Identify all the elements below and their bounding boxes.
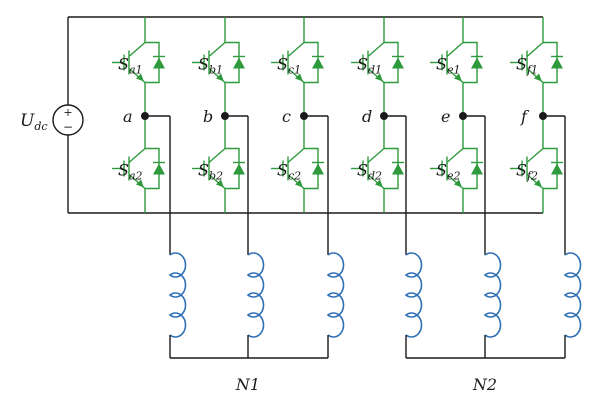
switch-c1-emitter-arrow: [295, 73, 303, 82]
switch-f2-collector: [526, 147, 544, 164]
phase-winding-a-winding: [168, 252, 187, 338]
phase-winding-c-winding: [326, 252, 345, 338]
phase-winding-e-winding: [483, 252, 502, 338]
switch-c1-collector: [287, 41, 305, 58]
switch-b1-collector: [208, 41, 226, 58]
node-f-label: f: [520, 107, 530, 126]
switch-d2-label: Sd2: [357, 161, 382, 183]
switch-d2-emitter-arrow: [375, 179, 383, 188]
phase-winding-f-winding: [563, 252, 582, 338]
switch-f1-label-sub: f1: [526, 64, 538, 77]
switch-b2: Sb2: [192, 124, 245, 213]
switch-c2-collector: [287, 147, 305, 164]
dc-source: +− Udc: [20, 104, 84, 136]
switch-f2-emitter-arrow: [534, 179, 542, 188]
switch-a1-collector: [128, 41, 146, 58]
switch-c1-label-sub: c1: [288, 64, 301, 77]
switch-d2: Sd2: [351, 124, 404, 213]
switch-c2-label-sub: c2: [288, 170, 301, 183]
phase-winding-d: [404, 252, 423, 338]
node-e-label: e: [441, 107, 450, 126]
phase-winding-b: [246, 252, 265, 338]
node-a-label: a: [123, 107, 133, 126]
switch-b2-label: Sb2: [198, 161, 223, 183]
phase-winding-a: [168, 252, 187, 338]
switch-a2-collector: [128, 147, 146, 164]
switch-e1-collector: [446, 41, 464, 58]
switch-e2-diode-triangle: [471, 163, 483, 175]
switch-e2-emitter-arrow: [454, 179, 462, 188]
switch-e2: Se2: [430, 124, 483, 213]
switch-e1-label-sub: e1: [447, 64, 461, 77]
switch-d1-collector: [367, 41, 385, 58]
switch-a2-label-sub: a2: [129, 170, 143, 183]
phase-winding-d-winding: [404, 252, 423, 338]
switch-c2: Sc2: [271, 124, 324, 213]
node-d-label: d: [362, 107, 372, 126]
switch-d2-diode-triangle: [392, 163, 404, 175]
node-c-label: c: [282, 107, 291, 126]
switch-b1-label-sub: b1: [209, 64, 223, 77]
switch-c2-emitter-arrow: [295, 179, 303, 188]
switch-e1: Se1: [430, 17, 483, 108]
switch-d2-collector: [367, 147, 385, 164]
switch-a1-emitter-arrow: [136, 73, 144, 82]
phase-winding-f: [563, 252, 582, 338]
switch-d1-label-sub: d1: [368, 64, 382, 77]
switch-e1-label: Se1: [436, 55, 460, 77]
switch-d1-diode-triangle: [392, 57, 404, 69]
dc-source-label: Udc: [20, 111, 48, 133]
switch-b1-label: Sb1: [198, 55, 223, 77]
switch-d1-emitter-arrow: [375, 73, 383, 82]
neutral-n2-label: N2: [472, 375, 497, 394]
switch-a2-emitter-arrow: [136, 179, 144, 188]
neutral-n1-label: N1: [235, 375, 260, 394]
switch-e1-diode-triangle: [471, 57, 483, 69]
switch-c1: Sc1: [271, 17, 324, 108]
dc-source-minus: −: [63, 120, 73, 134]
switch-a2-diode-triangle: [153, 163, 165, 175]
switch-d1-label: Sd1: [357, 55, 382, 77]
switch-f1-diode-triangle: [551, 57, 563, 69]
switch-b1-emitter-arrow: [216, 73, 224, 82]
switch-f1-collector: [526, 41, 544, 58]
switch-a1-diode-triangle: [153, 57, 165, 69]
switch-e2-label-sub: e2: [447, 170, 461, 183]
switch-b2-collector: [208, 147, 226, 164]
dc-source-label-sub: dc: [34, 120, 47, 133]
switch-a2: Sa2: [112, 124, 165, 213]
dc-source-circle: [52, 104, 84, 136]
switch-d1: Sd1: [351, 17, 404, 108]
switch-b2-emitter-arrow: [216, 179, 224, 188]
switch-b1: Sb1: [192, 17, 245, 108]
switch-e2-collector: [446, 147, 464, 164]
switch-d2-label-sub: d2: [368, 170, 382, 183]
switch-c2-diode-triangle: [312, 163, 324, 175]
switch-b1-diode-triangle: [233, 57, 245, 69]
switch-f2-label-sub: f2: [526, 170, 538, 183]
switch-a1-label-sub: a1: [129, 64, 143, 77]
switch-a1: Sa1: [112, 17, 165, 108]
switch-f1: Sf1: [510, 17, 563, 108]
phase-winding-c: [326, 252, 345, 338]
node-b-label: b: [203, 107, 213, 126]
switch-f1-emitter-arrow: [534, 73, 542, 82]
phase-winding-e: [483, 252, 502, 338]
switch-e1-emitter-arrow: [454, 73, 462, 82]
switch-a2-label: Sa2: [118, 161, 143, 183]
switch-f2: Sf2: [510, 124, 563, 213]
switch-a1-label: Sa1: [118, 55, 143, 77]
phase-winding-b-winding: [246, 252, 265, 338]
switch-e2-label: Se2: [436, 161, 460, 183]
switch-b2-label-sub: b2: [209, 170, 223, 183]
dc-source-plus: +: [63, 106, 72, 119]
switch-c1-diode-triangle: [312, 57, 324, 69]
switch-b2-diode-triangle: [233, 163, 245, 175]
switch-c2-label: Sc2: [277, 161, 301, 183]
switch-f2-diode-triangle: [551, 163, 563, 175]
switch-c1-label: Sc1: [277, 55, 301, 77]
